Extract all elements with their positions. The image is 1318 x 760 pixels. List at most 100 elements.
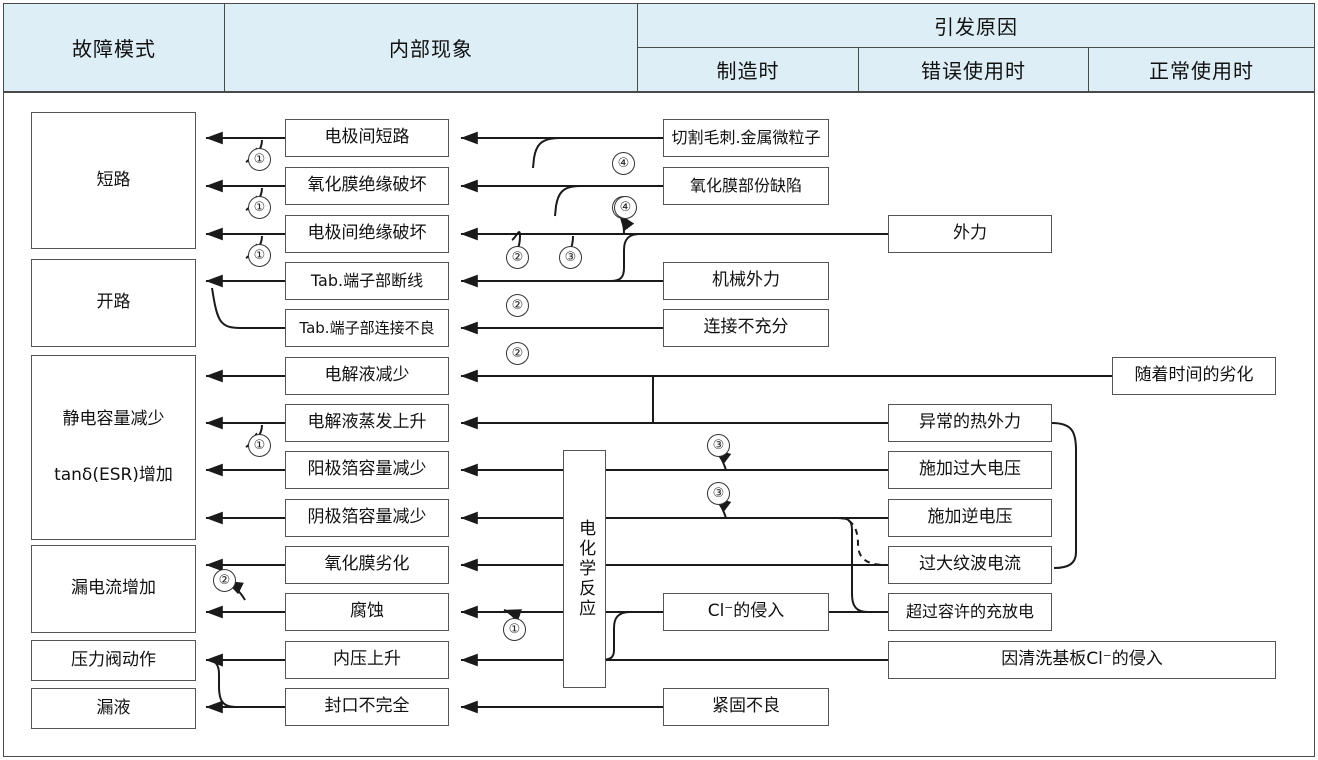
cause-label: 机械外力 <box>712 270 780 291</box>
cause-label: 过大纹波电流 <box>919 554 1021 575</box>
failure-mode-label: 漏液 <box>96 697 131 718</box>
marker-label: ④ <box>619 200 632 215</box>
phenomenon-label: 电极间短路 <box>324 127 410 148</box>
cause-label: 紧固不良 <box>712 696 780 717</box>
cause-abnormal-thermal-stress[interactable]: 异常的热外力 <box>888 404 1052 442</box>
phenomenon-label: 氧化膜绝缘破坏 <box>307 175 427 196</box>
marker-label: ① <box>508 622 521 637</box>
cause-overvoltage-applied[interactable]: 施加过大电压 <box>888 451 1052 489</box>
cause-cutting-burr-metal-particles[interactable]: 切割毛刺.金属微粒子 <box>663 119 829 157</box>
marker-1b: ① <box>248 196 271 219</box>
phenomenon-label: 氧化膜劣化 <box>324 554 410 575</box>
header-normal-use: 正常使用时 <box>1088 47 1315 92</box>
cause-poor-fastening[interactable]: 紧固不良 <box>663 688 829 726</box>
cause-external-force[interactable]: 外力 <box>888 215 1052 253</box>
phenomenon-tab-disconnection[interactable]: Tab.端子部断线 <box>285 262 449 300</box>
failure-mode-leakage-current[interactable]: 漏电流增加 <box>31 545 196 633</box>
phenomenon-oxide-degradation[interactable]: 氧化膜劣化 <box>285 546 449 584</box>
failure-mode-label-line1: 静电容量减少 <box>62 409 165 430</box>
cause-label: 施加逆电压 <box>927 507 1013 528</box>
marker-2d: ② <box>213 569 236 592</box>
phenomenon-label: Tab.端子部连接不良 <box>299 318 435 337</box>
marker-1a: ① <box>248 148 271 171</box>
phenomenon-label: 电极间绝缘破坏 <box>307 223 427 244</box>
cause-chloride-from-pcb-cleaning[interactable]: 因清洗基板Cl⁻的侵入 <box>888 641 1276 679</box>
failure-mode-label-line2: tanδ(ESR)增加 <box>54 464 173 485</box>
header-manufacturing: 制造时 <box>637 47 859 92</box>
phenomenon-corrosion[interactable]: 腐蚀 <box>285 593 449 631</box>
phenomenon-internal-pressure-rise[interactable]: 内压上升 <box>285 641 449 679</box>
marker-label: ① <box>253 248 266 263</box>
header-failure-mode-label: 故障模式 <box>72 37 156 61</box>
phenomenon-oxide-insulation-breakdown[interactable]: 氧化膜绝缘破坏 <box>285 167 449 205</box>
phenomenon-label: 电解液蒸发上升 <box>307 412 427 433</box>
cause-chloride-ion-intrusion[interactable]: Cl⁻的侵入 <box>663 593 829 631</box>
header-misuse: 错误使用时 <box>858 47 1089 92</box>
phenomenon-label: 封口不完全 <box>324 696 410 717</box>
cause-excessive-charge-discharge[interactable]: 超过容许的充放电 <box>888 593 1052 631</box>
marker-2a: ② <box>506 246 529 269</box>
cause-aging-over-time[interactable]: 随着时间的劣化 <box>1112 357 1276 395</box>
marker-label: ① <box>253 200 266 215</box>
failure-mode-short-circuit[interactable]: 短路 <box>31 112 196 249</box>
cause-label: 因清洗基板Cl⁻的侵入 <box>1001 649 1163 670</box>
phenomenon-label: 腐蚀 <box>350 601 384 622</box>
marker-3d: ③ <box>707 482 730 505</box>
cause-label: 氧化膜部份缺陷 <box>689 176 802 195</box>
marker-3a: ③ <box>559 246 582 269</box>
marker-label: ④ <box>617 156 630 171</box>
marker-1e: ① <box>503 618 526 641</box>
phenomenon-label: 内压上升 <box>333 649 401 670</box>
marker-label: ② <box>511 346 524 361</box>
failure-mode-liquid-leak[interactable]: 漏液 <box>31 688 196 729</box>
header-internal-phenomenon: 内部现象 <box>224 3 638 92</box>
failure-mode-open-circuit[interactable]: 开路 <box>31 259 196 347</box>
cause-label: Cl⁻的侵入 <box>707 601 785 622</box>
cause-insufficient-connection[interactable]: 连接不充分 <box>663 309 829 347</box>
header-cause-group-label: 引发原因 <box>934 15 1018 39</box>
marker-label: ② <box>511 298 524 313</box>
marker-4a: ④ <box>612 152 635 175</box>
node-electrochemical-reaction[interactable]: 电化学反应 <box>563 450 606 688</box>
phenomenon-incomplete-sealing[interactable]: 封口不完全 <box>285 688 449 726</box>
phenomenon-electrode-short[interactable]: 电极间短路 <box>285 119 449 157</box>
phenomenon-electrode-insulation-breakdown[interactable]: 电极间绝缘破坏 <box>285 215 449 253</box>
failure-mode-label: 开路 <box>96 292 131 313</box>
header-normal-use-label: 正常使用时 <box>1149 59 1254 83</box>
marker-label: ③ <box>564 250 577 265</box>
marker-2c: ② <box>506 342 529 365</box>
cause-label: 连接不充分 <box>703 317 789 338</box>
marker-1d: ① <box>248 434 271 457</box>
marker-label: ③ <box>712 486 725 501</box>
cause-label: 切割毛刺.金属微粒子 <box>671 128 821 147</box>
marker-label: ② <box>218 573 231 588</box>
marker-label: ① <box>253 152 266 167</box>
cause-label: 施加过大电压 <box>919 459 1021 480</box>
cause-reverse-voltage-applied[interactable]: 施加逆电压 <box>888 499 1052 537</box>
phenomenon-cathode-foil-capacitance-drop[interactable]: 阴极箔容量减少 <box>285 499 449 537</box>
phenomenon-electrolyte-decrease[interactable]: 电解液减少 <box>285 357 449 395</box>
failure-mode-pressure-valve[interactable]: 压力阀动作 <box>31 640 196 681</box>
phenomenon-electrolyte-evaporation[interactable]: 电解液蒸发上升 <box>285 404 449 442</box>
marker-label: ① <box>253 438 266 453</box>
cause-label: 异常的热外力 <box>919 412 1021 433</box>
marker-label: ② <box>511 250 524 265</box>
phenomenon-label: 阳极箔容量减少 <box>307 459 427 480</box>
cause-mechanical-external-force[interactable]: 机械外力 <box>663 262 829 300</box>
failure-mode-capacitance-drop[interactable]: 静电容量减少 tanδ(ESR)增加 <box>31 355 196 540</box>
cause-oxide-film-partial-defect[interactable]: 氧化膜部份缺陷 <box>663 167 829 205</box>
marker-4b: ④ <box>614 196 637 219</box>
failure-mode-label: 压力阀动作 <box>71 649 156 670</box>
phenomenon-label: Tab.端子部断线 <box>310 271 424 290</box>
node-label: 电化学反应 <box>575 519 596 619</box>
marker-1c: ① <box>248 244 271 267</box>
phenomenon-tab-poor-connection[interactable]: Tab.端子部连接不良 <box>285 309 449 347</box>
header-cause-group: 引发原因 <box>637 3 1315 48</box>
header-internal-phenomenon-label: 内部现象 <box>389 37 473 61</box>
phenomenon-label: 电解液减少 <box>324 365 410 386</box>
marker-label: ③ <box>712 438 725 453</box>
failure-mode-label: 漏电流增加 <box>71 578 156 599</box>
phenomenon-anode-foil-capacitance-drop[interactable]: 阳极箔容量减少 <box>285 451 449 489</box>
cause-excessive-ripple-current[interactable]: 过大纹波电流 <box>888 546 1052 584</box>
